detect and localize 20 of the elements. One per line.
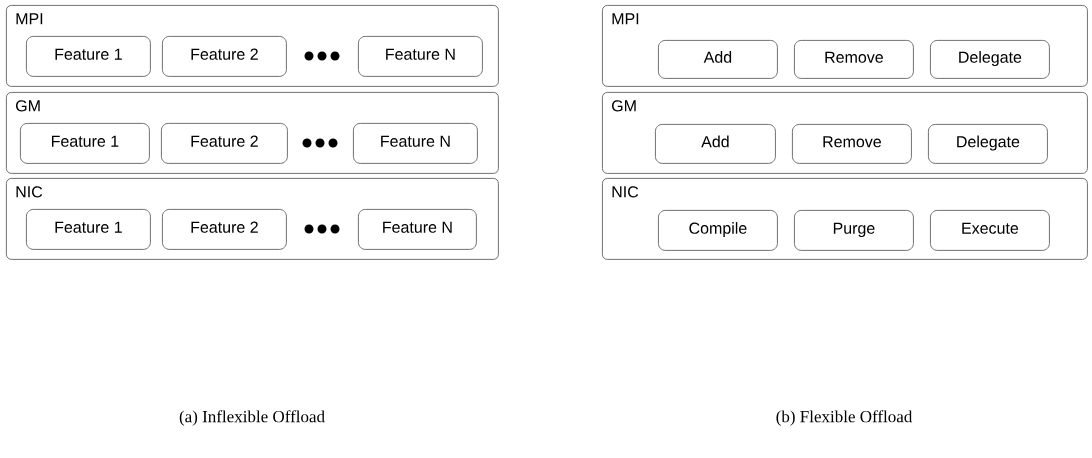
- feature-box: Add: [655, 124, 776, 164]
- subfigure-caption: (a) Inflexible Offload: [179, 410, 325, 426]
- feature-box: Feature 1: [26, 36, 151, 77]
- feature-box: Feature 1: [20, 123, 150, 164]
- feature-box: Feature N: [358, 209, 477, 250]
- feature-box: Add: [658, 40, 778, 79]
- feature-box: Purge: [794, 210, 914, 251]
- feature-box: Feature 1: [26, 209, 151, 250]
- feature-box: Remove: [794, 40, 914, 79]
- feature-box: Feature 2: [162, 209, 287, 250]
- feature-box: Feature N: [353, 123, 478, 164]
- feature-box: Compile: [658, 210, 778, 251]
- subfigure-caption: (b) Flexible Offload: [776, 410, 913, 426]
- feature-box: Execute: [930, 210, 1050, 251]
- feature-box: Feature N: [358, 36, 483, 77]
- feature-box: Delegate: [930, 40, 1050, 79]
- feature-box: Delegate: [928, 124, 1048, 164]
- feature-box: Remove: [792, 124, 912, 164]
- feature-box: Feature 2: [161, 123, 288, 164]
- feature-box: Feature 2: [162, 36, 287, 77]
